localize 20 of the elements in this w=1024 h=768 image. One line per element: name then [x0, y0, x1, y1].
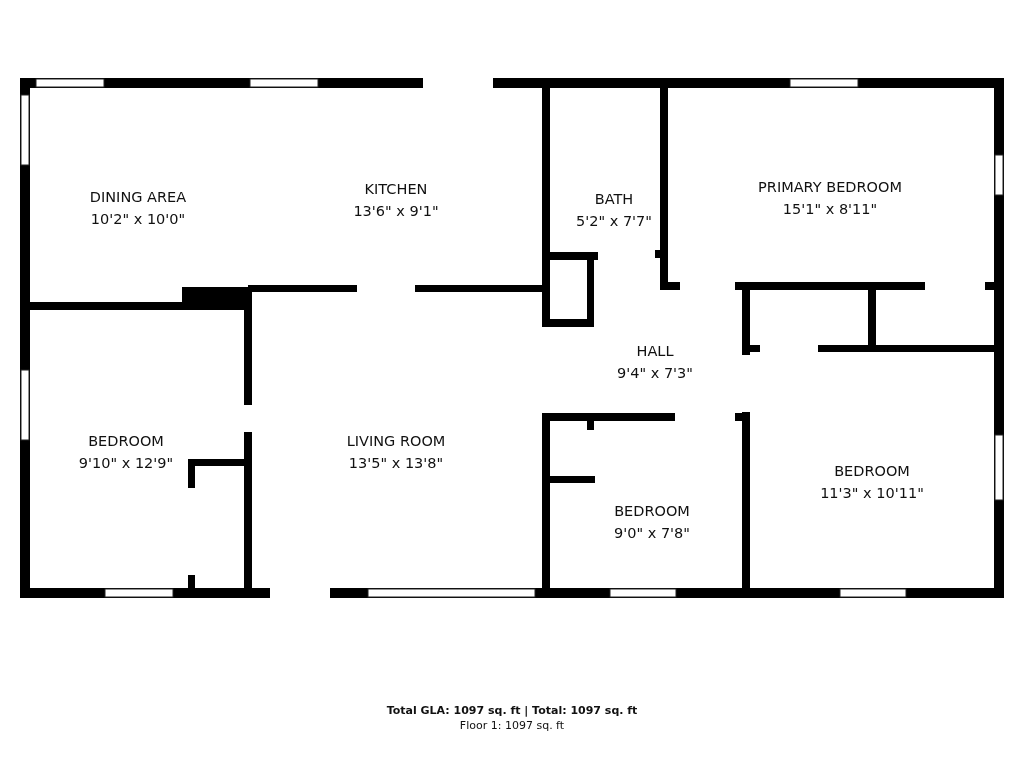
room-text: KITCHEN [363, 180, 429, 199]
room-text: 10'2" x 10'0" [89, 210, 187, 229]
room-text: LIVING ROOM [346, 432, 446, 451]
room-text: 11'3" x 10'11" [820, 484, 924, 503]
room-text: 13'6" x 9'1" [353, 202, 439, 221]
room-text: 13'5" x 13'8" [347, 454, 445, 473]
room-text: BATH [593, 190, 635, 209]
room-text: 9'10" x 12'9" [78, 454, 174, 473]
room-text: BEDROOM [833, 462, 911, 481]
area-summary: Total GLA: 1097 sq. ft | Total: 1097 sq. ft [386, 704, 638, 717]
room-text: PRIMARY BEDROOM [758, 178, 902, 197]
room-text: HALL [635, 342, 675, 361]
room-text: DINING AREA [89, 188, 187, 207]
room-text: 9'4" x 7'3" [617, 364, 693, 383]
room-text: 15'1" x 8'11" [781, 200, 879, 219]
room-text: 5'2" x 7'7" [576, 212, 652, 231]
room-text: BEDROOM [614, 502, 690, 521]
room-text: 9'0" x 7'8" [614, 524, 690, 543]
room-text: BEDROOM [87, 432, 165, 451]
floor-area-note: Floor 1: 1097 sq. ft [459, 719, 565, 732]
